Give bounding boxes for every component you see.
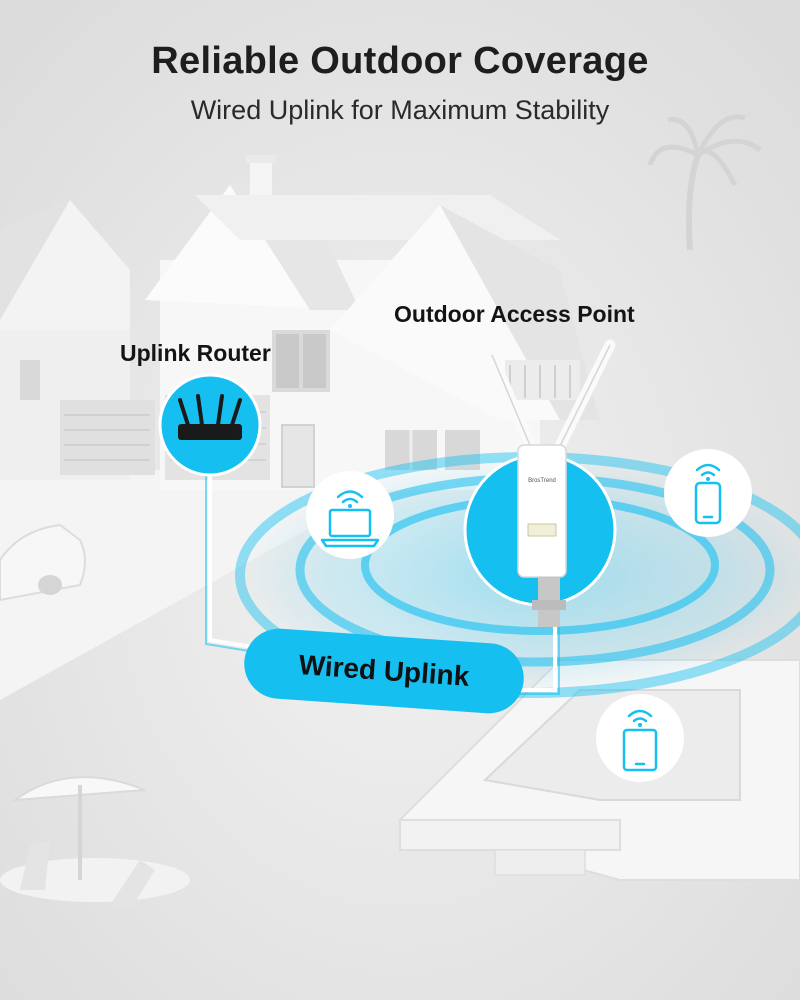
access-point-device [517,444,567,578]
smartphone-icon [694,481,722,525]
antenna-right [552,339,616,456]
main-house [145,155,600,490]
router-icon [178,394,242,440]
wired-uplink-pill [244,628,524,714]
access-point-label: Outdoor Access Point [394,301,635,327]
page-subtitle: Wired Uplink for Maximum Stability [190,95,610,125]
laptop-icon [320,508,380,548]
wifi-signal-icon [627,709,653,727]
page-title: Reliable Outdoor Coverage [151,40,649,82]
tablet-icon [622,728,658,772]
palm-tree [647,114,762,251]
wifi-signal-icon [695,463,721,481]
router-label: Uplink Router [120,340,271,366]
access-point-node [463,339,617,627]
beach-umbrella [0,776,190,910]
wifi-signal-icon [336,490,364,508]
smartphone-device-card [664,449,752,537]
laptop-device-card [306,471,394,559]
car [0,523,86,602]
device-brand-mark: BrosTrend [528,478,556,484]
router-node [158,373,262,477]
antenna-left [486,349,538,456]
tablet-device-card [596,694,684,782]
side-house [0,200,155,480]
